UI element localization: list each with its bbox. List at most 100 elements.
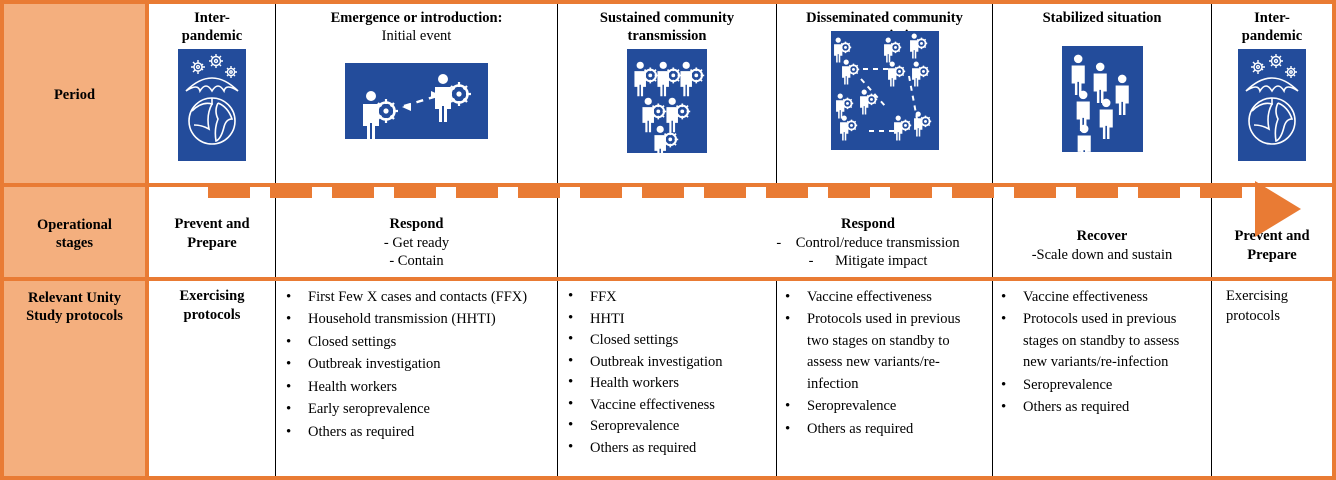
list-item: Closed settings (568, 329, 770, 351)
list-item: Vaccine effectiveness (1001, 286, 1189, 309)
protocols-cell-2: First Few X cases and contacts (FFX) Hou… (275, 281, 557, 476)
period-title-line2: pandemic (1241, 27, 1303, 44)
ops-cell-4: Respond - Control/reduce transmission - … (776, 187, 992, 281)
period-cell-inter-pandemic-start: Inter- pandemic (149, 4, 275, 187)
list-item: HHTI (568, 308, 770, 330)
list-item: Household transmission (HHTI) (286, 308, 551, 331)
list-item: Others as required (785, 418, 976, 441)
protocols-line1: Exercising (179, 288, 245, 304)
protocols-list-5: Vaccine effectiveness Protocols used in … (993, 281, 1211, 420)
list-item: Protocols used in previous two stages on… (785, 308, 976, 395)
list-item: Vaccine effectiveness (785, 286, 976, 309)
list-item: FFX (568, 286, 770, 308)
list-item: Health workers (286, 376, 551, 399)
ops-text-2: Respond - Get ready - Contain (276, 187, 557, 271)
six-infected-people-icon (627, 49, 707, 154)
period-cell-stabilized: Stabilized situation (992, 4, 1211, 187)
period-title-line2: pandemic (181, 27, 243, 44)
row-label-operational-line1: Operational (37, 216, 112, 233)
ops-cell-1: Prevent and Prepare (149, 187, 275, 281)
row-label-protocols: Relevant Unity Study protocols (4, 281, 149, 476)
period-title-6: Inter- pandemic (1212, 4, 1332, 45)
row-label-operational: Operational stages (4, 187, 149, 281)
ops-cell-5: Recover -Scale down and sustain (992, 187, 1211, 281)
row-divider-2 (4, 277, 1332, 281)
ops-bullet: - Contain (389, 253, 444, 270)
period-icon-wrap-3 (558, 45, 776, 187)
protocols-line2: protocols (183, 306, 241, 323)
period-title-line1: Stabilized situation (1042, 10, 1162, 26)
period-title-line1: Emergence or introduction: (330, 10, 503, 26)
list-item: Outbreak investigation (568, 351, 770, 373)
list-item: Health workers (568, 372, 770, 394)
protocols-list-2: First Few X cases and contacts (FFX) Hou… (276, 281, 557, 444)
period-cell-inter-pandemic-end: Inter- pandemic (1211, 4, 1332, 187)
list-item: Others as required (1001, 396, 1189, 419)
ops-line1: Prevent and (174, 216, 250, 232)
period-title-line2: transmission (627, 27, 707, 44)
protocols-cell-6: Exercising protocols (1211, 281, 1332, 476)
protocols-text-1: Exercising protocols (149, 281, 275, 325)
protocols-list-3: FFX HHTI Closed settings Outbreak invest… (558, 281, 776, 460)
protocols-list-4: Vaccine effectiveness Protocols used in … (777, 281, 992, 441)
period-title-line1: Inter- (1254, 10, 1290, 26)
six-healthy-people-icon (1061, 45, 1143, 152)
period-icon-wrap-6 (1212, 45, 1332, 187)
period-icon-wrap-2 (276, 45, 557, 187)
protocols-row: Relevant Unity Study protocols Exercisin… (4, 281, 1332, 476)
list-item: First Few X cases and contacts (FFX) (286, 286, 551, 309)
ops-heading: Respond (841, 216, 895, 232)
ops-line2: Prepare (1247, 246, 1297, 263)
period-title-5: Stabilized situation (993, 4, 1211, 28)
row-label-operational-line2: stages (55, 235, 94, 251)
ops-heading: Recover (1076, 228, 1128, 244)
list-item: Vaccine effectiveness (568, 394, 770, 416)
period-title-line1: Sustained community (599, 10, 735, 26)
ops-bullet: - Control/reduce transmission (776, 234, 960, 251)
period-cell-disseminated: Disseminated community transmission (776, 4, 992, 187)
period-title-line1: Disseminated community (806, 10, 963, 26)
row-label-period: Period (4, 4, 149, 187)
list-item: Seroprevalence (785, 395, 976, 418)
protocols-cell-3: FFX HHTI Closed settings Outbreak invest… (557, 281, 776, 476)
list-item: Seroprevalence (1001, 374, 1189, 397)
period-icon-wrap-5 (993, 28, 1211, 187)
period-cell-emergence: Emergence or introduction: Initial event (275, 4, 557, 187)
ops-bullet: - Get ready (383, 234, 450, 251)
umbrella-over-globe-with-virus-icon (178, 49, 246, 162)
period-row: Period Inter- pandemic (4, 4, 1332, 187)
list-item: Closed settings (286, 331, 551, 354)
ops-cell-3 (557, 187, 776, 281)
period-icon-wrap-1 (149, 45, 275, 187)
row-divider-1 (4, 183, 1332, 187)
row-label-period-text: Period (53, 87, 96, 104)
operational-stages-row: Operational stages Prevent and Prepare R… (4, 187, 1332, 281)
row-label-protocols-line1: Relevant Unity (27, 290, 122, 306)
protocols-line1: Exercising (1226, 288, 1289, 304)
period-subtitle: Initial event (381, 27, 452, 44)
two-people-virus-transmission-arrow-icon (345, 63, 488, 140)
list-item: Others as required (568, 437, 770, 459)
row-label-protocols-line2: Study protocols (26, 308, 123, 325)
period-cell-sustained: Sustained community transmission (557, 4, 776, 187)
period-title-3: Sustained community transmission (558, 4, 776, 45)
period-title-2: Emergence or introduction: Initial event (276, 4, 557, 45)
protocols-cell-4: Vaccine effectiveness Protocols used in … (776, 281, 992, 476)
ops-line2: Prepare (187, 234, 237, 251)
period-icon-wrap-4 (777, 31, 992, 187)
network-of-infected-people-icon (830, 31, 939, 151)
ops-text-4: Respond - Control/reduce transmission - … (760, 187, 976, 271)
ops-text-5: Recover -Scale down and sustain (993, 187, 1211, 264)
protocols-cell-5: Vaccine effectiveness Protocols used in … (992, 281, 1211, 476)
list-item: Early seroprevalence (286, 398, 551, 421)
umbrella-over-globe-with-virus-icon (1238, 49, 1306, 162)
ops-heading: Respond (389, 216, 444, 232)
timeline-arrow-head-icon (1255, 181, 1301, 237)
ops-cell-2: Respond - Get ready - Contain (275, 187, 557, 281)
period-title-1: Inter- pandemic (149, 4, 275, 45)
protocols-cell-1: Exercising protocols (149, 281, 275, 476)
list-item: Seroprevalence (568, 415, 770, 437)
period-title-line1: Inter- (194, 10, 230, 26)
ops-text-1: Prevent and Prepare (149, 187, 275, 252)
list-item: Protocols used in previous stages on sta… (1001, 308, 1189, 373)
